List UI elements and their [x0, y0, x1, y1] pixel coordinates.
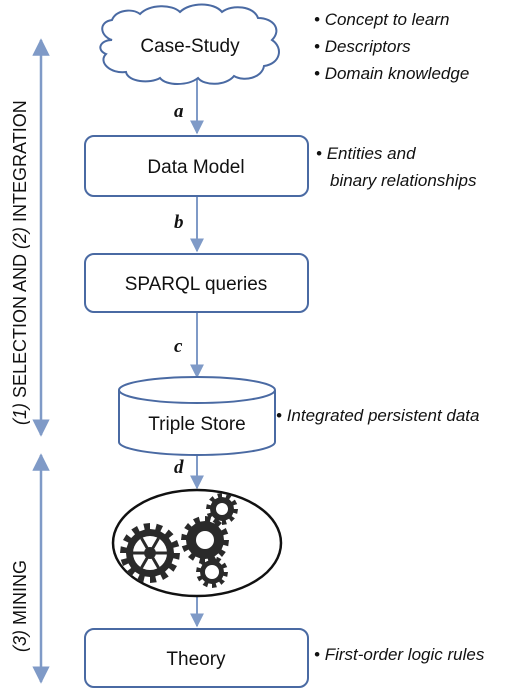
theory-box: [84, 628, 309, 688]
edge-label-a: a: [174, 101, 184, 122]
theory-label: Theory: [166, 649, 226, 670]
sparql-queries-label: SPARQL queries: [125, 274, 268, 295]
data-model-label: Data Model: [147, 157, 244, 178]
phase-label-mining: (3) MINING: [10, 560, 30, 652]
triple-store-label: Triple Store: [148, 414, 246, 435]
gears-icon: [120, 493, 238, 588]
note-case-study-3: • Domain knowledge: [314, 64, 469, 83]
edge-label-d: d: [174, 457, 184, 478]
data-model-box: [84, 135, 309, 197]
note-triple-store: • Integrated persistent data: [276, 406, 479, 425]
gear-small-bottom-hub: [205, 565, 219, 579]
gear-small-top-hub: [216, 503, 228, 515]
note-data-model-2: binary relationships: [330, 171, 477, 190]
case-study-cloud: [99, 3, 280, 85]
gear-medium-hub: [196, 531, 214, 549]
gear-large-spoke: [148, 552, 160, 569]
note-theory: • First-order logic rules: [314, 645, 485, 664]
sparql-queries-box: [84, 253, 309, 313]
gear-large-spoke: [148, 537, 160, 554]
note-case-study-2: • Descriptors: [314, 37, 411, 56]
gear-large-spoke: [140, 537, 152, 554]
triple-store-cylinder: [118, 376, 276, 456]
note-data-model-1: • Entities and: [316, 144, 416, 163]
case-study-label: Case-Study: [140, 36, 240, 57]
phase-label-selection-integration: (1) SELECTION AND (2) INTEGRATION: [10, 100, 30, 425]
gear-large-spoke: [140, 552, 152, 569]
note-case-study-1: • Concept to learn: [314, 10, 449, 29]
edge-label-b: b: [174, 212, 184, 233]
edge-label-c: c: [174, 336, 183, 357]
